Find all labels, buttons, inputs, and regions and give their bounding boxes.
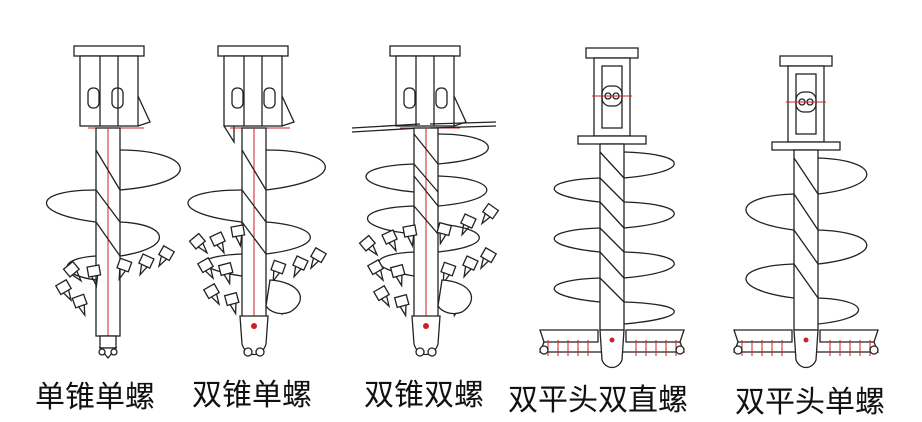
auger-label: 单锥单螺 (35, 380, 155, 415)
cutting-teeth (358, 202, 500, 318)
drive-head (771, 55, 841, 151)
top-plate (351, 121, 497, 133)
auger-double-cone-double-spiral (351, 45, 500, 357)
spiral-flight (365, 133, 489, 277)
shaft (95, 127, 121, 349)
cone-bit (411, 279, 473, 357)
flat-cutting-head (733, 329, 879, 369)
shaft (413, 127, 439, 330)
drive-head (389, 45, 467, 129)
shaft (241, 127, 267, 330)
auger-double-flat-single-spiral (733, 55, 879, 369)
pilot-bit (98, 347, 118, 360)
cutting-teeth (54, 244, 176, 318)
auger-double-flat-double-straight-spiral (539, 47, 685, 369)
auger-label: 双平头双直螺 (508, 383, 688, 418)
auger-label: 双锥单螺 (192, 378, 312, 413)
auger-double-cone-single-spiral (187, 45, 328, 357)
auger-single-cone-single-spiral (46, 45, 181, 360)
flat-cutting-head (539, 329, 685, 369)
spiral-flight (553, 151, 675, 325)
drive-head (73, 45, 151, 129)
cone-bit (239, 279, 302, 357)
cutting-teeth (188, 224, 328, 316)
spiral-flight (745, 157, 868, 325)
shaft (599, 143, 625, 331)
auger-label: 双锥双螺 (364, 378, 484, 413)
auger-label: 双平头单螺 (735, 385, 885, 420)
drive-head (577, 47, 647, 145)
drive-head (217, 45, 295, 145)
